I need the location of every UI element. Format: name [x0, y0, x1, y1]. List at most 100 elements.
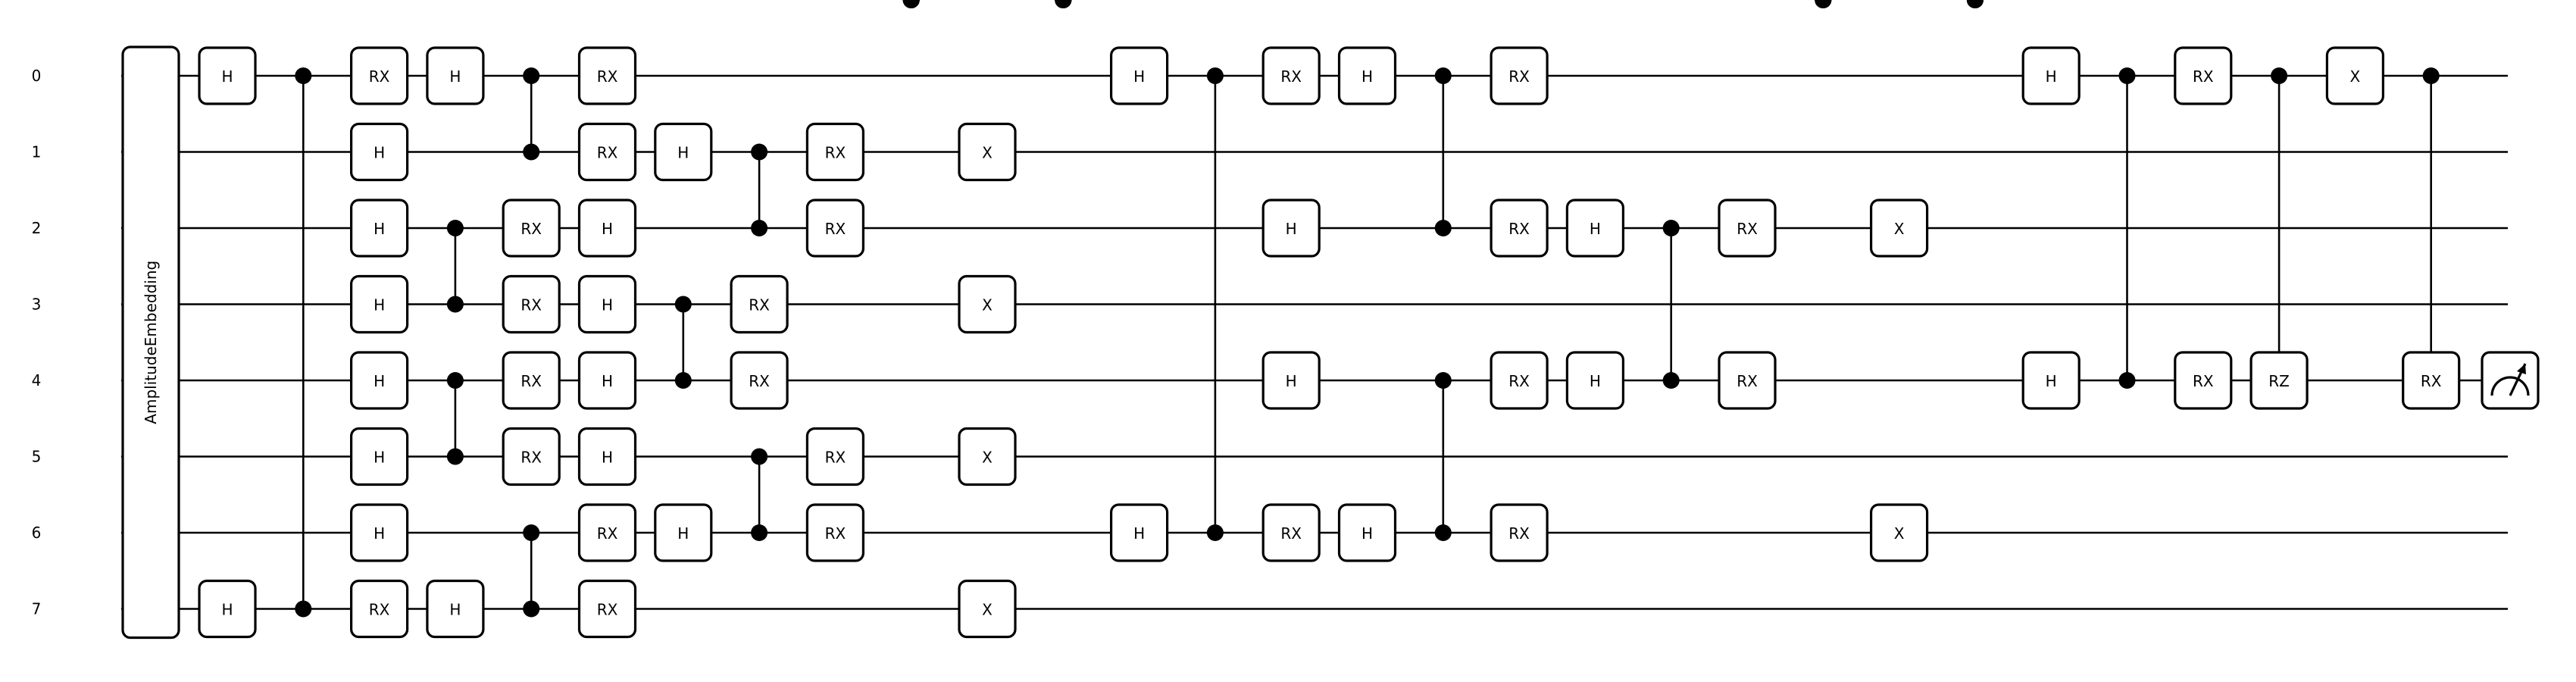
gate-h-c2-w2: H	[350, 199, 409, 258]
gate-h-c14-w4-label: H	[1286, 372, 1297, 390]
gate-rx-c17-w4-box	[1490, 351, 1549, 410]
gate-h-c15-w6-label: H	[1361, 524, 1373, 543]
gate-rx-c17-w6-box	[1490, 503, 1549, 562]
gate-h-c6-w6-box	[654, 503, 713, 562]
gate-rx-c7-w3: RX	[730, 274, 789, 334]
control-dot-c16-w4	[1434, 372, 1452, 389]
gate-x-c10-w7-box	[958, 579, 1017, 639]
gate-rx-c4-w5-box	[502, 427, 561, 486]
gate-h-c2-w3: H	[350, 274, 409, 334]
gate-rx-c2-w7: RX	[350, 579, 409, 639]
wire-label-5: 5	[32, 448, 42, 466]
control-dot-c16-w6	[1434, 524, 1452, 541]
gate-h-c5-w4-box	[577, 351, 637, 410]
gate-rx-c14-w6-box	[1261, 503, 1321, 562]
gate-rx-c20-w2-box	[1718, 199, 1777, 258]
gate-h-c24-w4-box	[2021, 351, 2080, 410]
amplitude-embedding-box	[121, 45, 180, 640]
gate-rx-c8-w5-label: RX	[825, 449, 846, 467]
gate-x-c22-w6: X	[1870, 503, 1929, 562]
gate-h-c18-w4-box	[1565, 351, 1624, 410]
gate-h-c0-w0-box	[198, 46, 257, 105]
gate-x-c22-w2-label: X	[1894, 220, 1905, 238]
gate-h-c24-w0-box	[2021, 46, 2080, 105]
control-dot-c7-w5	[751, 448, 768, 465]
gate-h-c2-w5-box	[350, 427, 409, 486]
control-dot-c6-w4	[674, 372, 692, 389]
gate-rx-c8-w1: RX	[805, 122, 865, 182]
gate-rx-c8-w5-box	[805, 427, 865, 486]
gate-rx-c5-w0-box	[577, 46, 637, 105]
gate-rx-c7-w3-box	[730, 274, 789, 334]
gate-rx-c14-w0-box	[1261, 46, 1321, 105]
gate-h-c3-w0: H	[426, 46, 485, 105]
gate-rx-c17-w6-label: RX	[1508, 524, 1530, 543]
control-dot-c19-w4	[1662, 372, 1680, 389]
gate-rx-c5-w0: RX	[577, 46, 637, 105]
control-dot-c3-w2	[446, 220, 464, 236]
amplitude-embedding-block: AmplitudeEmbedding	[121, 45, 180, 640]
gate-rx-c4-w4-label: RX	[521, 372, 542, 390]
gate-h-c2-w6: H	[350, 503, 409, 562]
gate-rx-c20-w4-box	[1718, 351, 1777, 410]
gate-h-c12-w0: H	[1109, 46, 1169, 105]
gate-h-c5-w4: H	[577, 351, 637, 410]
control-dot-c4-w0	[523, 67, 540, 84]
gate-h-c24-w0-label: H	[2046, 67, 2057, 86]
gate-h-c14-w4: H	[1261, 351, 1321, 410]
gate-rx-c26-w0: RX	[2174, 46, 2233, 105]
gate-rx-c5-w0-label: RX	[597, 67, 618, 86]
gate-h-c0-w7: H	[198, 579, 257, 639]
gate-h-c2-w4-label: H	[374, 372, 385, 390]
gate-h-c2-w2-box	[350, 199, 409, 258]
gate-h-c3-w0-box	[426, 46, 485, 105]
gate-h-c18-w2-label: H	[1590, 220, 1601, 238]
gate-h-c24-w4: H	[2021, 351, 2080, 410]
gate-rx-c2-w0: RX	[350, 46, 409, 105]
gate-h-c12-w6-box	[1109, 503, 1169, 562]
gate-h-c5-w3-box	[577, 274, 637, 334]
ctrl-gate-rx-c29-w4-label: RX	[2421, 372, 2442, 390]
control-lines	[302, 76, 2432, 609]
gate-h-c14-w4-box	[1261, 351, 1321, 410]
gate-h-c2-w5: H	[350, 427, 409, 486]
gate-h-c18-w4-label: H	[1590, 372, 1601, 390]
gate-h-c2-w3-label: H	[374, 296, 385, 314]
gate-h-c5-w2-box	[577, 199, 637, 258]
ctrl-gate-rx-c29-w4-box	[2402, 351, 2461, 410]
gate-rx-c7-w3-label: RX	[749, 296, 770, 314]
gate-h-c12-w6: H	[1109, 503, 1169, 562]
gate-rx-c2-w7-label: RX	[369, 601, 390, 619]
control-dot-c7-w1	[751, 143, 768, 161]
control-dot-c4-w6	[523, 524, 540, 541]
gate-h-c6-w6: H	[654, 503, 713, 562]
gate-rx-c5-w6-label: RX	[597, 524, 618, 543]
gate-rx-c8-w2-label: RX	[825, 220, 846, 238]
gate-rx-c8-w6-box	[805, 503, 865, 562]
gate-rx-c8-w5: RX	[805, 427, 865, 486]
gate-rx-c17-w0: RX	[1490, 46, 1549, 105]
gate-h-c2-w6-label: H	[374, 524, 385, 543]
control-dot-c1-w7	[295, 600, 312, 618]
meter-arrowhead	[2517, 364, 2526, 374]
gate-h-c2-w1-box	[350, 122, 409, 182]
gate-rx-c17-w4: RX	[1490, 351, 1549, 410]
gate-h-c2-w2-label: H	[374, 220, 385, 238]
wire-label-1: 1	[32, 143, 42, 161]
gate-rx-c14-w6-label: RX	[1280, 524, 1302, 543]
gate-rx-c5-w6-box	[577, 503, 637, 562]
gate-rx-c5-w1: RX	[577, 122, 637, 182]
gate-rx-c8-w1-label: RX	[825, 144, 846, 162]
gate-x-c10-w5-label: X	[982, 449, 993, 467]
gate-rx-c17-w2-label: RX	[1508, 220, 1530, 238]
gates: H H RX H H H H H H RX H H RX RX RX RX RX RX H H H H RX RX H H RX RX…	[198, 0, 2461, 639]
ctrl-gate-rz-c27-w4-box	[2249, 351, 2309, 410]
gate-rx-c26-w4-box	[2174, 351, 2233, 410]
gate-rx-c7-w4-box	[730, 351, 789, 410]
gate-h-c15-w6: H	[1337, 503, 1397, 562]
gate-rx-c5-w7-label: RX	[597, 601, 618, 619]
gate-x-c22-w6-label: X	[1894, 524, 1905, 543]
gate-x-c10-w1-box	[958, 122, 1017, 182]
gate-x-c22-w2-box	[1870, 199, 1929, 258]
gate-h-c0-w7-box	[198, 579, 257, 639]
